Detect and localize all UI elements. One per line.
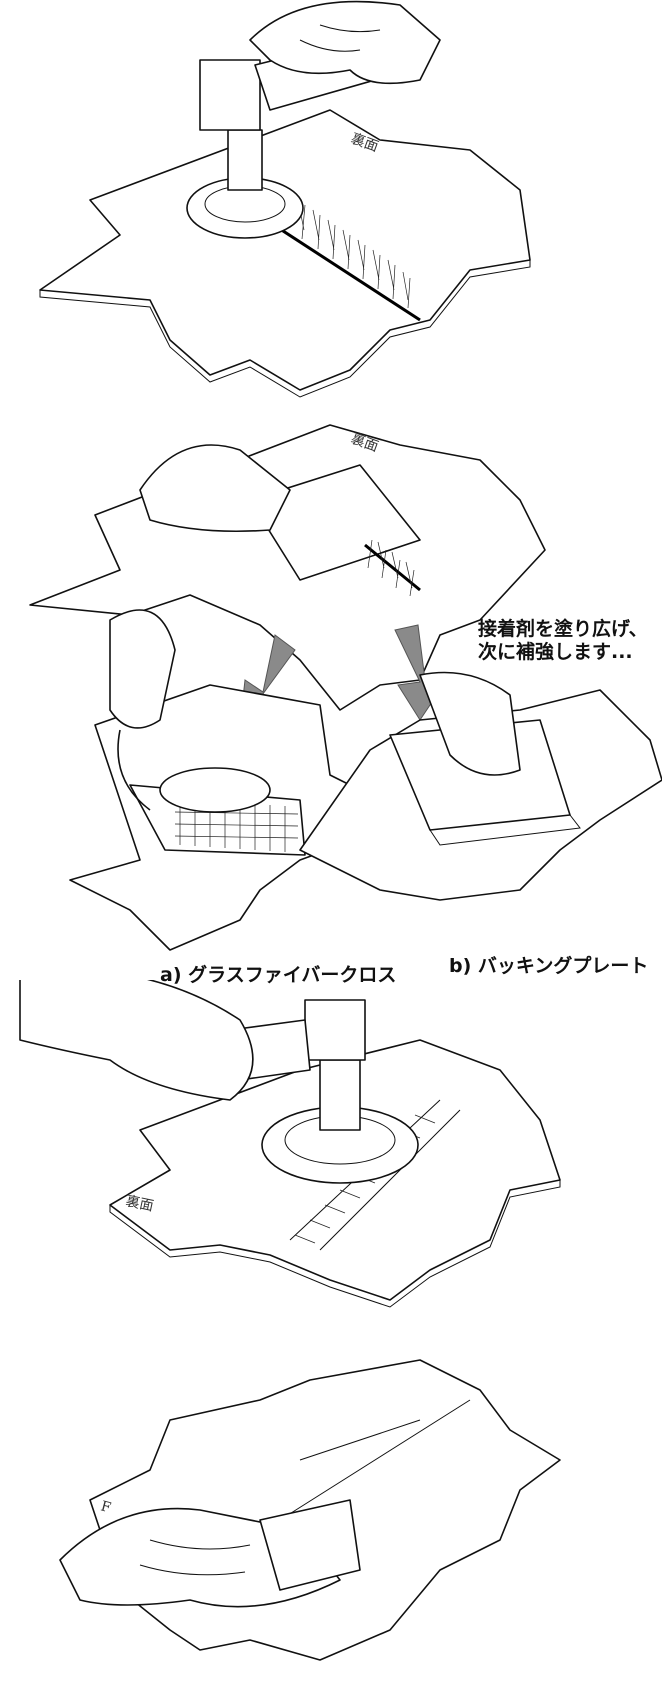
step3-sanding-panel: 裏面 [0, 980, 662, 1340]
edge-mark: F [99, 1498, 113, 1516]
step3-illustration: 裏面 [19, 980, 561, 1308]
hand-pressing [419, 671, 521, 776]
step2-panel-piece [29, 424, 546, 711]
step1-grinding-panel: 裏面 [0, 0, 662, 420]
step4-wiping-panel: F [0, 1340, 662, 1686]
roller-handle [117, 729, 151, 811]
adhesive-instruction: 接着剤を塗り広げ、次に補強します... [478, 618, 648, 663]
hand-spreading [139, 444, 291, 533]
hand [249, 0, 441, 85]
step2-illustration: 裏面 [29, 424, 662, 951]
adhesive-spreader [249, 464, 421, 581]
option-b-prefix: b) [449, 955, 472, 977]
wipe-cloth [259, 1499, 361, 1591]
option-a-label: a) グラスファイバークロス [160, 960, 396, 987]
option-a-text: グラスファイバークロス [188, 964, 397, 986]
hand-2 [19, 980, 254, 1101]
hand-roller [109, 609, 176, 729]
sander-spindle [227, 129, 263, 191]
step1-panel-piece [39, 109, 531, 391]
step1-illustration: 裏面 [39, 0, 531, 398]
option-a-prefix: a) [160, 964, 182, 986]
option-b-text: バッキングプレート [477, 955, 649, 977]
step2-adhesive-panel: 裏面 接着剤を塗り広げ、次に補強します... a) グラスファイバークロス b)… [0, 420, 662, 986]
surface-mark-3: 裏面 [124, 1192, 155, 1214]
sander-head-2 [304, 999, 366, 1061]
option-b-label: b) バッキングプレート [449, 951, 648, 978]
roller [159, 767, 271, 813]
step4-illustration: F [59, 1359, 561, 1661]
sander-spindle-2 [319, 1059, 361, 1131]
sander-head [199, 59, 261, 131]
